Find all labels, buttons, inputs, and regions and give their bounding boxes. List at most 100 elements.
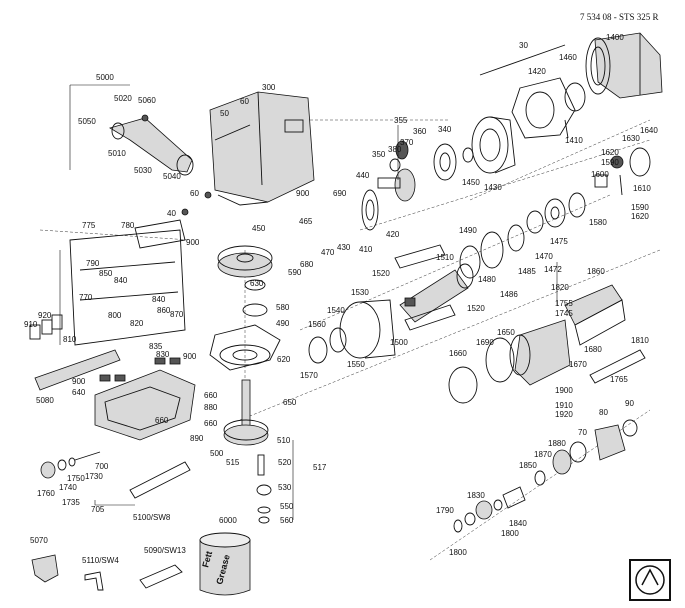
clamp-1600-group: [594, 147, 651, 196]
grease-label-de: Fett: [200, 550, 214, 569]
gear-410-inner: [365, 199, 375, 221]
washer-550: [257, 506, 271, 514]
part-label: 5080: [36, 396, 54, 405]
part-label: 370: [400, 138, 414, 147]
part-label: 1490: [459, 226, 477, 235]
part-label: 500: [210, 449, 224, 458]
screw-40: [181, 208, 189, 216]
sleeve-1660: [448, 366, 478, 404]
part-label: 517: [313, 463, 327, 472]
part-label: 1760: [37, 489, 55, 498]
nut-1830: [475, 500, 493, 520]
ring-1560: [329, 327, 347, 353]
part-label: 1660: [449, 349, 467, 358]
part-label: 450: [252, 224, 266, 233]
part-label: 1600: [591, 170, 609, 179]
ring-70: [569, 441, 587, 463]
part-label: 5060: [138, 96, 156, 105]
part-label: 6000: [219, 516, 237, 525]
part-label: 1480: [478, 275, 496, 284]
part-label: 420: [386, 230, 400, 239]
part-label: 1690: [476, 338, 494, 347]
part-label: 360: [413, 127, 427, 136]
part-label: 1630: [622, 134, 640, 143]
part-label: 430: [337, 243, 351, 252]
part-label: 1870: [534, 450, 552, 459]
part-label: 410: [359, 245, 373, 254]
part-label: 1745: [555, 309, 573, 318]
part-label: 1740: [59, 483, 77, 492]
part-label: 800: [108, 311, 122, 320]
part-label: 1590: [601, 158, 619, 167]
screw-50: [214, 124, 251, 141]
part-label: 1470: [535, 252, 553, 261]
part-label: 5030: [134, 166, 152, 175]
housing-1420: [511, 77, 576, 139]
part-label: 1485: [518, 267, 536, 276]
part-label: 1486: [500, 290, 518, 299]
brush-1520-top: [394, 244, 446, 269]
fein-logo: [629, 559, 671, 601]
part-label: 355: [394, 116, 408, 125]
part-label: 1520: [372, 269, 390, 278]
part-label: 510: [277, 436, 291, 445]
knob-1760: [40, 451, 101, 479]
part-label: 840: [152, 295, 166, 304]
bearing-1570: [308, 336, 328, 364]
part-label: 5090/SW13: [144, 546, 186, 555]
bearing-340-inner: [439, 152, 451, 172]
part-label: 580: [276, 303, 290, 312]
part-label: 1810: [631, 336, 649, 345]
part-label: 60: [240, 97, 249, 106]
part-label: 1900: [555, 386, 573, 395]
screw-5060: [141, 114, 149, 122]
screw-1410: [564, 119, 569, 139]
part-label: 1920: [555, 410, 573, 419]
part-label: 840: [114, 276, 128, 285]
crank-500: [223, 379, 269, 446]
part-label: 1420: [528, 67, 546, 76]
part-label: 1910: [555, 401, 573, 410]
part-label: 680: [300, 260, 314, 269]
part-label: 90: [625, 399, 634, 408]
part-label: 5000: [96, 73, 114, 82]
part-label: 650: [283, 398, 297, 407]
gearbox-housing-300: [209, 91, 315, 206]
motor-housing-1400: [585, 32, 663, 99]
part-label: 1510: [436, 253, 454, 262]
ring-1790: [453, 519, 463, 533]
part-label: 5110/SW4: [82, 556, 119, 565]
part-label: 920: [38, 311, 52, 320]
part-label: 1450: [462, 178, 480, 187]
part-label: 900: [186, 238, 200, 247]
base-700: [94, 369, 196, 441]
part-label: 530: [278, 483, 292, 492]
bearing-row: [459, 192, 586, 279]
part-label: 1640: [640, 126, 658, 135]
part-label: 1475: [550, 237, 568, 246]
part-label: 690: [333, 189, 347, 198]
part-label: 380: [388, 145, 402, 154]
part-label: 1590: [631, 203, 649, 212]
plate-490: [209, 324, 281, 371]
part-label: 770: [79, 293, 93, 302]
bearing-580: [242, 303, 268, 317]
pin-515: [257, 454, 265, 476]
wrench-5100: [129, 461, 191, 499]
washer-1840: [493, 499, 503, 511]
part-label: 1580: [589, 218, 607, 227]
part-label: 1765: [610, 375, 628, 384]
part-label: 440: [356, 171, 370, 180]
part-label: 550: [280, 502, 294, 511]
pads-900: [99, 357, 181, 382]
part-label: 900: [296, 189, 310, 198]
part-label: 5070: [30, 536, 48, 545]
part-label: 1850: [519, 461, 537, 470]
part-label: 890: [190, 434, 204, 443]
doc-id: 7 534 08 - STS 325 R: [580, 12, 659, 22]
gear-head-1650: [509, 319, 571, 386]
part-label: 5100/SW8: [133, 513, 171, 522]
part-label: 1750: [67, 474, 85, 483]
part-label: 1755: [555, 299, 573, 308]
washer-1800: [464, 512, 476, 526]
